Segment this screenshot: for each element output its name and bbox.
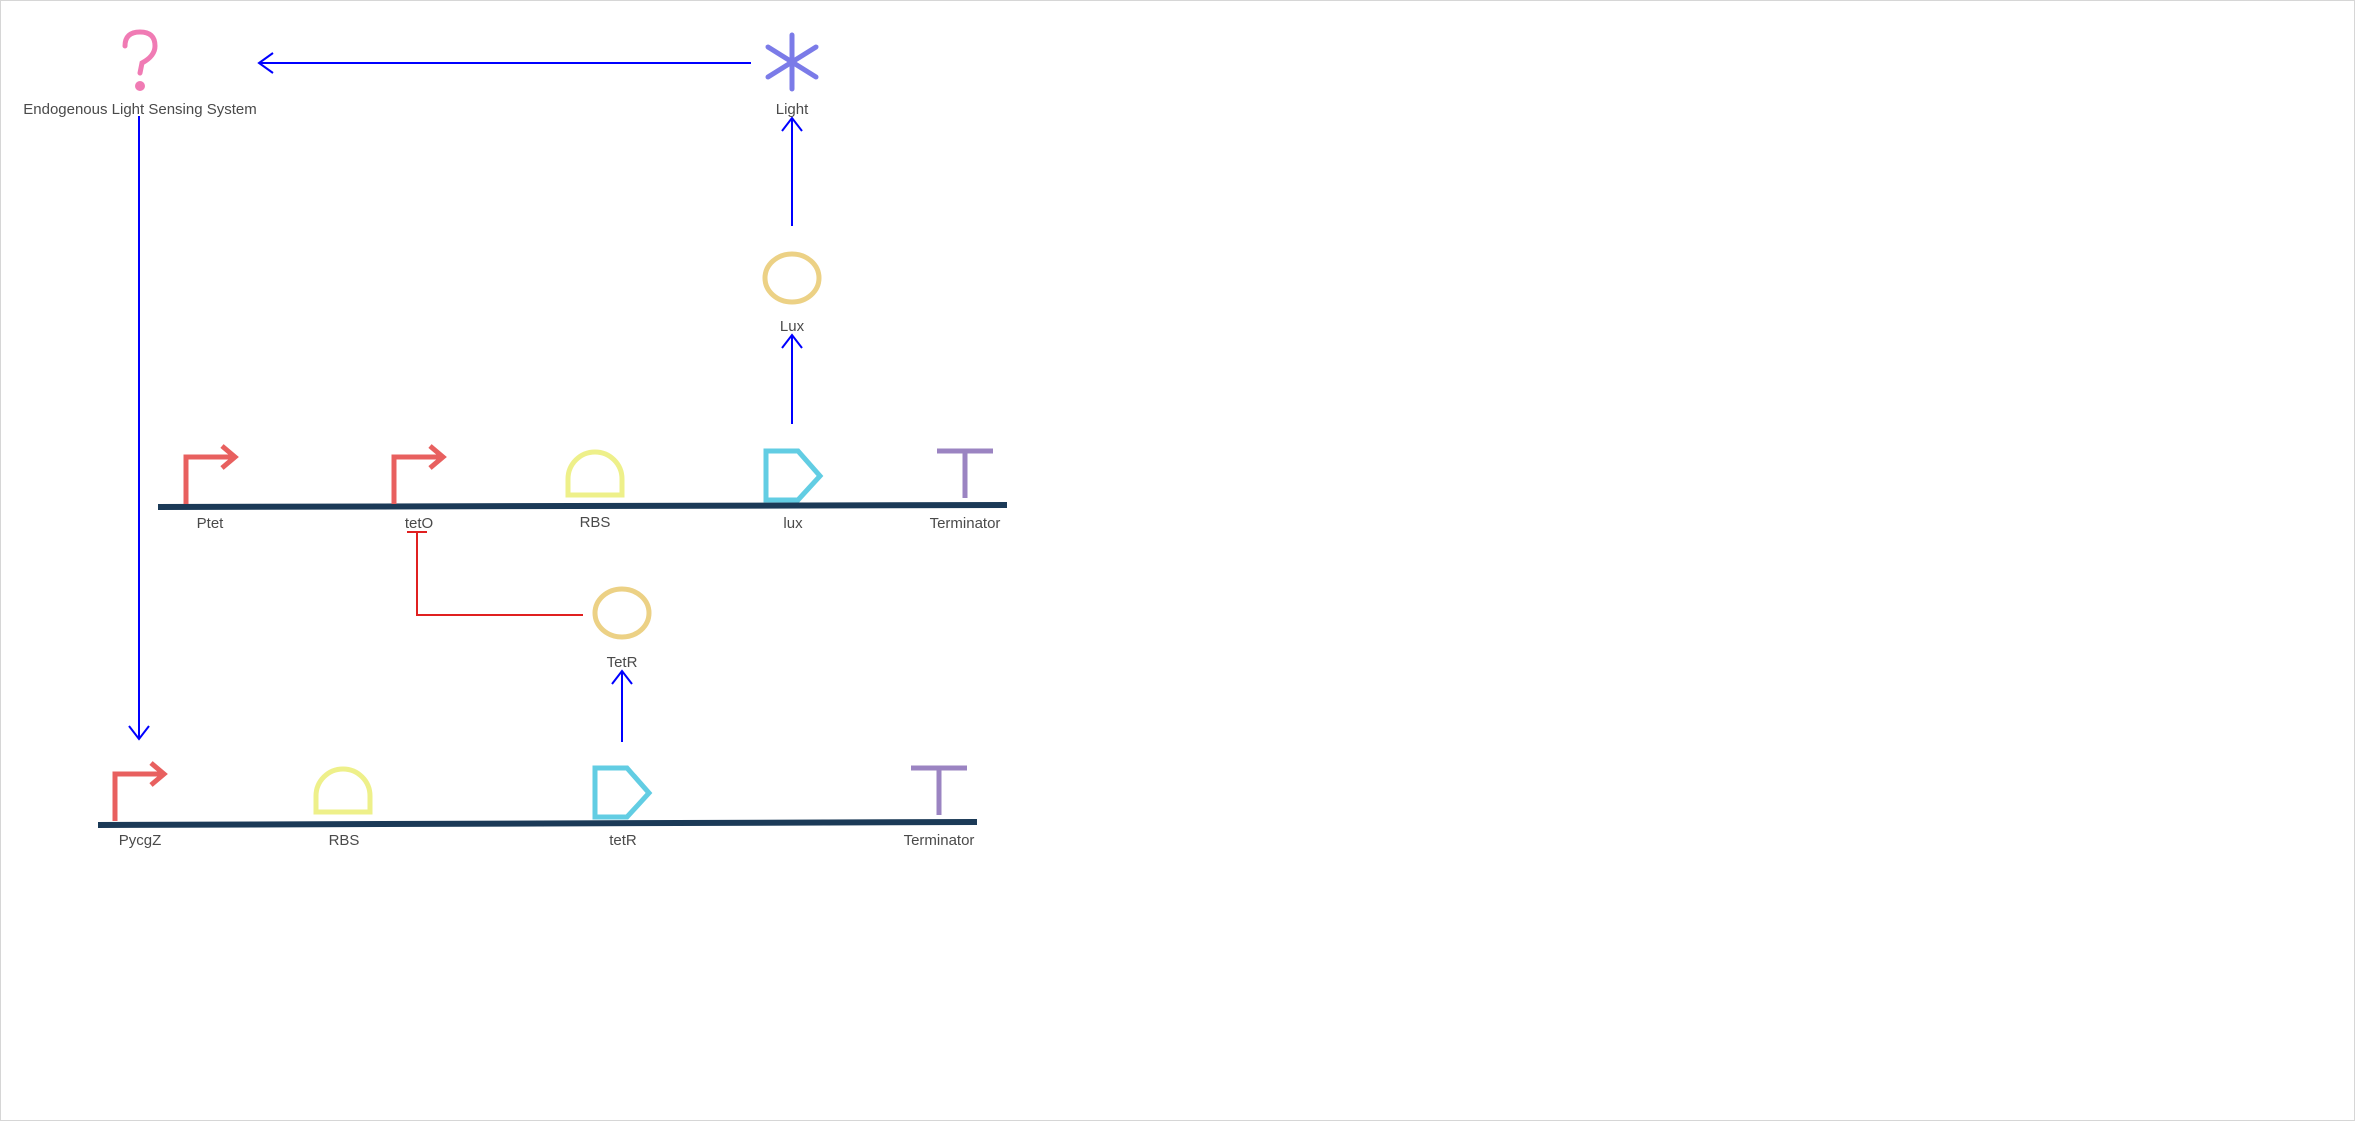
rbs-half-circle-icon	[565, 449, 625, 498]
promoter-arrow-icon	[183, 444, 239, 504]
lux-protein-node: Lux	[762, 251, 822, 335]
rbs-top: RBS	[565, 449, 625, 531]
construct-top: Ptet tetO RBS lux Terminator	[157, 444, 1008, 532]
lux-protein-label: Lux	[780, 318, 805, 335]
asterisk-light-icon	[765, 32, 819, 92]
question-mark-icon	[122, 29, 158, 91]
protein-ellipse-icon	[762, 251, 822, 305]
construct-bottom: PycgZ RBS tetR Terminator	[97, 761, 978, 849]
part-label: Terminator	[904, 832, 975, 849]
promoter-arrow-icon	[391, 444, 447, 504]
terminator-t-icon	[911, 765, 967, 815]
part-label: Terminator	[930, 515, 1001, 532]
promoter-arrow-icon	[112, 761, 168, 821]
light-node: Light	[765, 32, 819, 118]
unknown-system-node: Endogenous Light Sensing System	[23, 29, 257, 118]
part-label: lux	[783, 515, 803, 532]
endogenous-system-label: Endogenous Light Sensing System	[23, 101, 257, 118]
cds-pentagon-icon	[592, 765, 653, 820]
promoter-pycgz: PycgZ	[112, 761, 168, 849]
terminator-top: Terminator	[930, 448, 1001, 532]
cds-lux: lux	[763, 448, 824, 532]
part-label: RBS	[329, 832, 360, 849]
part-label: tetO	[405, 515, 433, 532]
terminator-t-icon	[937, 448, 993, 498]
arrow-tetr-cds-to-tetr-protein	[611, 669, 633, 742]
promoter-teto: tetO	[391, 444, 447, 532]
light-label: Light	[776, 101, 809, 118]
arrow-lux-cds-to-lux-protein	[781, 333, 803, 424]
protein-ellipse-icon	[592, 586, 652, 640]
dna-backbone	[157, 502, 1008, 510]
dna-backbone	[97, 819, 978, 828]
arrow-lux-to-light	[781, 116, 803, 226]
rbs-bottom: RBS	[313, 766, 373, 849]
terminator-bottom: Terminator	[904, 765, 975, 849]
part-label: Ptet	[197, 515, 225, 532]
part-label: RBS	[580, 514, 611, 531]
tetr-protein-node: TetR	[592, 586, 652, 671]
rbs-half-circle-icon	[313, 766, 373, 815]
promoter-ptet: Ptet	[183, 444, 239, 532]
tetr-protein-label: TetR	[607, 654, 638, 671]
arrow-light-to-endogenous-system	[257, 52, 751, 74]
arrow-endogenous-system-to-pycgz	[128, 116, 150, 741]
repression-tetr-to-teto	[407, 531, 583, 616]
part-label: tetR	[609, 832, 637, 849]
cds-pentagon-icon	[763, 448, 824, 503]
part-label: PycgZ	[119, 832, 162, 849]
cds-tetr: tetR	[592, 765, 653, 849]
